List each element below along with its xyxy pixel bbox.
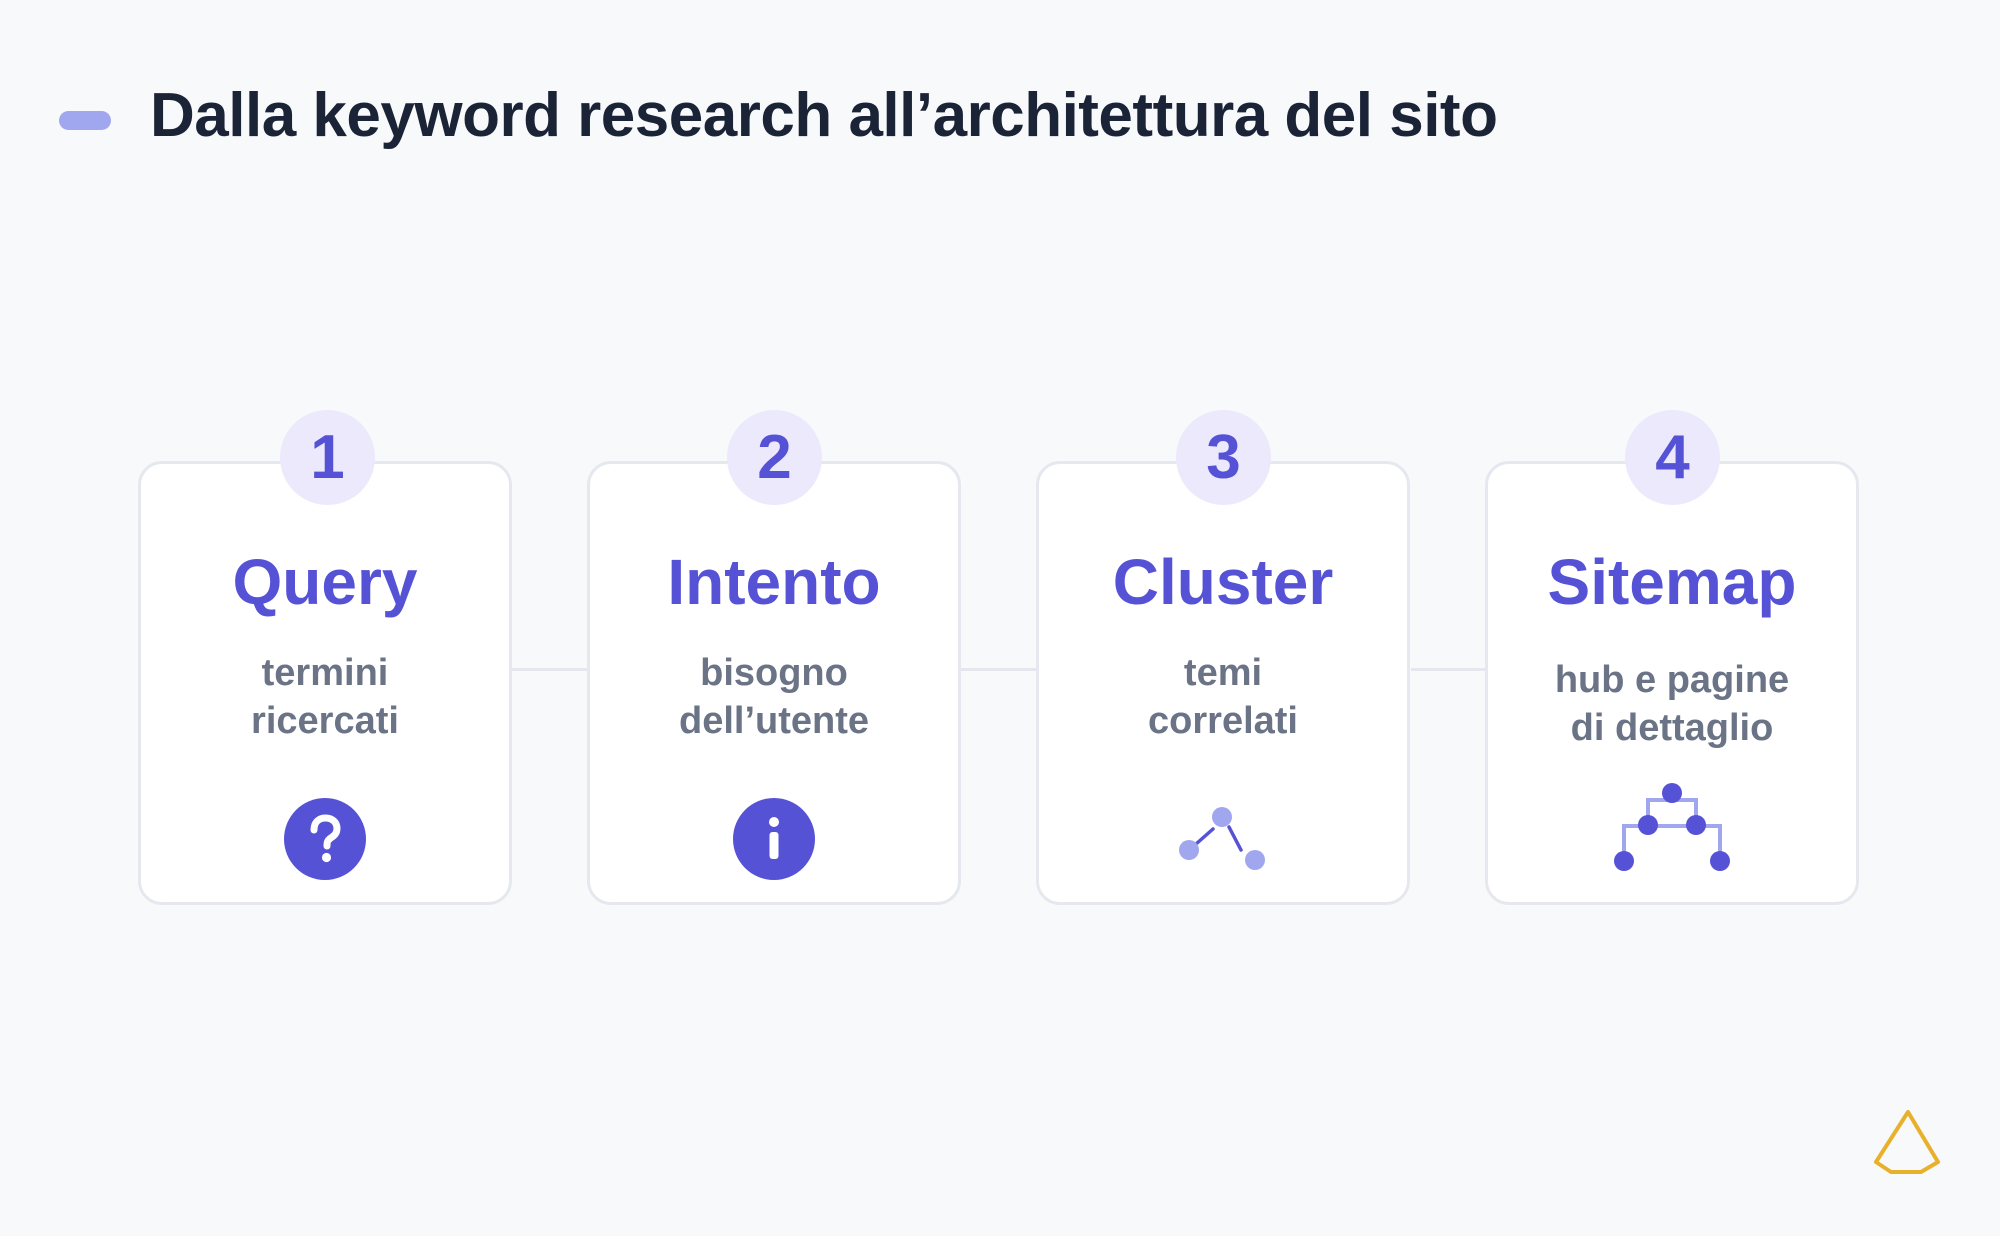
info-circle-icon: [733, 798, 815, 880]
step-subtitle: termini ricercati: [141, 649, 509, 745]
step-subtitle-line: bisogno: [700, 652, 848, 694]
step-subtitle-line: di dettaglio: [1570, 707, 1774, 749]
step-number-badge: 3: [1176, 410, 1271, 505]
step-subtitle: temi correlati: [1039, 649, 1407, 745]
step-number-badge: 1: [280, 410, 375, 505]
step-card-cluster: Cluster temi correlati: [1036, 461, 1410, 905]
step-subtitle-line: temi: [1183, 652, 1263, 694]
step-title: Intento: [667, 546, 881, 618]
step-subtitle-line: hub e pagine: [1554, 659, 1790, 701]
step-card-query: Query termini ricercati: [138, 461, 512, 905]
step-number-badge: 2: [727, 410, 822, 505]
sitemap-tree-icon: [1614, 783, 1730, 871]
step-subtitle-line: ricercati: [251, 700, 399, 742]
title-accent-pill: [59, 111, 111, 130]
step-subtitle: bisogno dell’utente: [590, 649, 958, 745]
step-card-intento: Intento bisogno dell’utente: [587, 461, 961, 905]
step-subtitle-line: correlati: [1148, 700, 1298, 742]
step-title: Query: [232, 546, 418, 618]
step-title: Sitemap: [1547, 546, 1797, 618]
page-title: Dalla keyword research all’architettura …: [150, 81, 1498, 150]
question-circle-icon: [284, 798, 366, 880]
connector-line-2-3: [961, 668, 1038, 671]
step-card-sitemap: Sitemap hub e pagine di dettaglio: [1485, 461, 1859, 905]
connector-line-3-4: [1411, 668, 1487, 671]
step-number-badge: 4: [1625, 410, 1720, 505]
step-subtitle-line: termini: [261, 652, 389, 694]
step-subtitle-line: dell’utente: [678, 700, 870, 742]
step-subtitle: hub e pagine di dettaglio: [1488, 656, 1856, 752]
triangle-logo-icon: [1874, 1110, 1940, 1174]
step-title: Cluster: [1112, 546, 1334, 618]
connector-line-1-2: [512, 668, 588, 671]
cluster-nodes-icon: [1179, 807, 1265, 870]
